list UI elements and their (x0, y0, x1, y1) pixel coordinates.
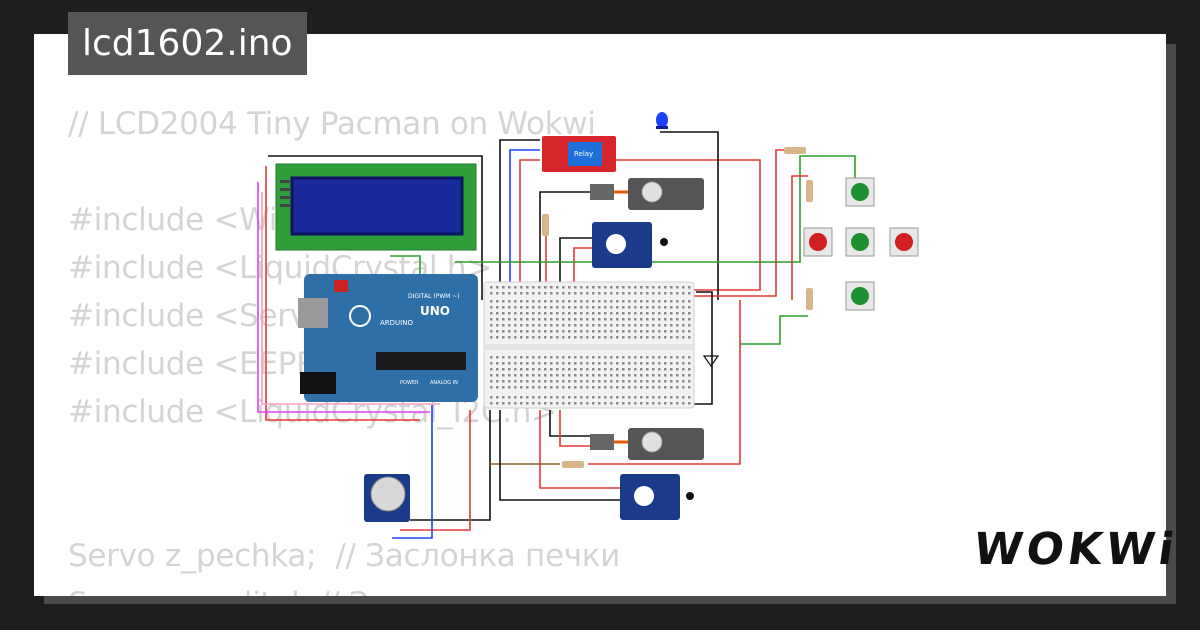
wire (519, 159, 540, 300)
blue-led[interactable] (656, 112, 668, 129)
wire (588, 300, 741, 465)
wire (740, 315, 808, 345)
wires (257, 131, 856, 539)
wire (660, 131, 719, 300)
digital-header-label: DIGITAL (PWM ~) (408, 293, 460, 300)
breadboard[interactable] (483, 281, 695, 409)
power-header-label: POWER (400, 380, 419, 386)
resistor[interactable] (562, 461, 584, 468)
push-button-green[interactable] (845, 177, 875, 207)
relay-label: Relay (574, 150, 593, 158)
lcd-display[interactable] (275, 163, 477, 251)
analog-header-label: ANALOG IN (430, 380, 458, 386)
resistor[interactable] (784, 147, 806, 154)
frame-shadow-bottom (44, 596, 1176, 604)
wire (410, 410, 491, 521)
resistor[interactable] (806, 288, 813, 310)
wire (392, 405, 433, 539)
frame-shadow-right (1166, 44, 1176, 604)
servo-motor[interactable] (590, 428, 704, 460)
wire (400, 410, 471, 531)
arduino-model-label: UNO (420, 304, 450, 318)
wire (690, 291, 713, 405)
wire (539, 410, 620, 489)
code-line: #include <Servo.h> (68, 298, 381, 334)
arduino-uno[interactable]: UNO ARDUINO DIGITAL (PWM ~) ANALOG IN PO… (298, 274, 478, 402)
servo-motor[interactable] (590, 178, 704, 210)
wire (268, 155, 483, 300)
relay-module[interactable]: Relay (542, 136, 616, 172)
wire (680, 149, 784, 297)
resistor[interactable] (542, 214, 549, 236)
wire (499, 139, 540, 300)
arduino-brand-label: ARDUINO (380, 319, 413, 327)
wire (549, 410, 590, 437)
wire (791, 175, 808, 300)
wire (615, 159, 761, 291)
file-tab[interactable]: lcd1602.ino (68, 12, 307, 75)
push-button-red[interactable] (803, 227, 833, 257)
push-button-green[interactable] (845, 281, 875, 311)
wire (509, 149, 540, 300)
potentiometer[interactable] (364, 474, 410, 522)
wokwi-logo: WOKWi (970, 524, 1182, 575)
wire (257, 182, 430, 413)
wire (261, 192, 440, 405)
wire (499, 410, 620, 501)
code-line: Servo z_voditel; // Заслонка водителя (68, 586, 661, 596)
temperature-sensor-module[interactable] (620, 474, 694, 520)
resistor[interactable] (806, 180, 813, 202)
wire (265, 166, 420, 421)
push-button-green[interactable] (845, 227, 875, 257)
ground-symbol (702, 355, 720, 368)
push-button-red[interactable] (889, 227, 919, 257)
wire (559, 237, 592, 300)
circuit-diagram: UNO ARDUINO DIGITAL (PWM ~) ANALOG IN PO… (257, 112, 919, 539)
temperature-sensor-module[interactable] (592, 222, 668, 268)
wire (539, 191, 590, 300)
code-line: Servo z_pechka; // Заслонка печки (68, 538, 621, 574)
wire (559, 410, 590, 447)
preview-frame: // LCD2004 Tiny Pacman on Wokwi #include… (34, 34, 1166, 596)
wire (455, 155, 856, 263)
